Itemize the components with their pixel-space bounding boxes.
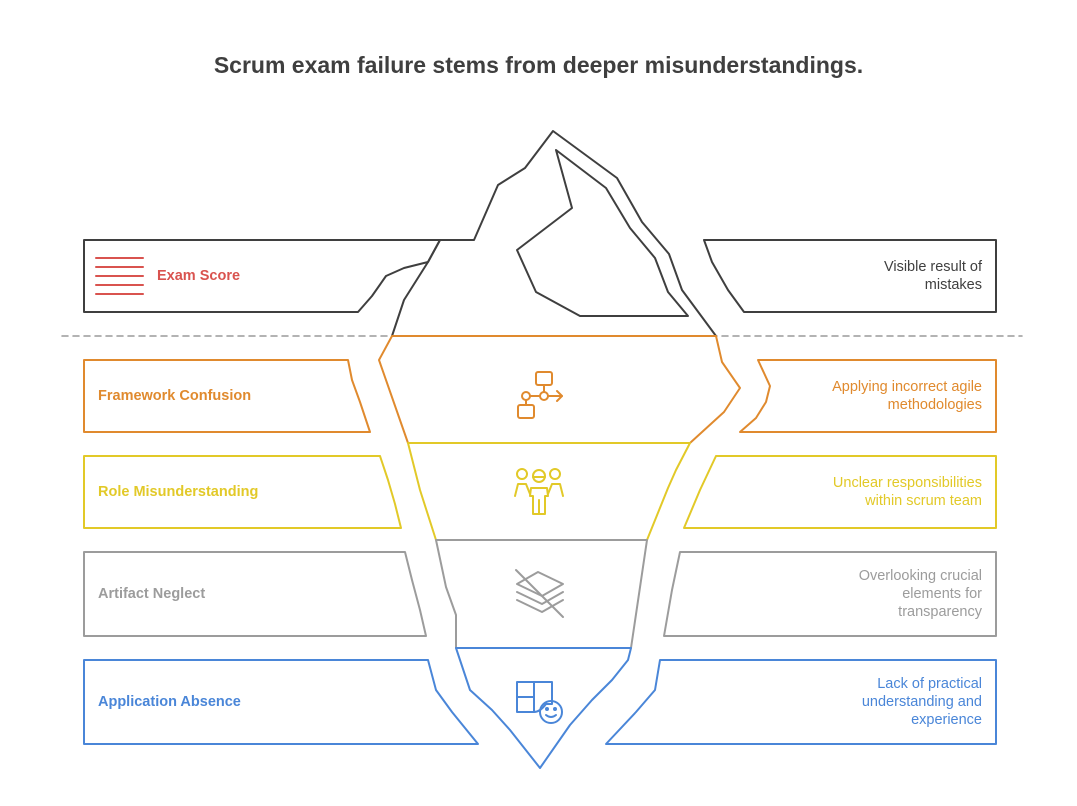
layer-description-exam-score: Visible result of mistakes [883,259,982,293]
layer-box-right-application [605,659,997,745]
layer-box-right-framework [739,359,997,433]
iceberg-tip-outer [391,130,717,337]
layer-box-right-exam [703,239,997,313]
layer-box-left-artifact [83,551,427,637]
layer-box-left-framework [83,359,371,433]
lines-icon [95,257,144,295]
flowchart-icon [517,371,563,419]
layer-box-right-artifact [663,551,997,637]
layer-description-role-misunderstanding: Unclear responsibilities within scrum te… [832,475,982,509]
page-title: Scrum exam failure stems from deeper mis… [213,52,864,78]
iceberg-tip-inner [516,149,689,317]
layer-description-application-absence: Lack of practical understanding and expe… [861,676,982,728]
layer-label-role-misunderstanding: Role Misunderstanding [98,484,259,500]
layer-box-left-exam [83,239,441,313]
team-icon [514,468,564,515]
layer-label-exam-score: Exam Score [157,268,241,284]
layer-band-role [407,442,691,541]
layer-band-artifact [435,539,648,649]
layer-label-framework-confusion: Framework Confusion [98,388,252,404]
layer-box-left-role [83,455,402,529]
layer-description-framework-confusion: Applying incorrect agile methodologies [832,379,982,413]
stack-crossed-icon [515,569,564,618]
puzzle-face-icon [516,681,563,724]
layer-box-left-application [83,659,479,745]
layer-band-framework [378,335,741,444]
layer-label-application-absence: Application Absence [98,694,241,710]
layer-description-artifact-neglect: Overlooking crucial elements for transpa… [858,568,982,620]
layer-label-artifact-neglect: Artifact Neglect [98,586,206,602]
layer-band-application [455,647,632,769]
layer-box-right-role [683,455,997,529]
